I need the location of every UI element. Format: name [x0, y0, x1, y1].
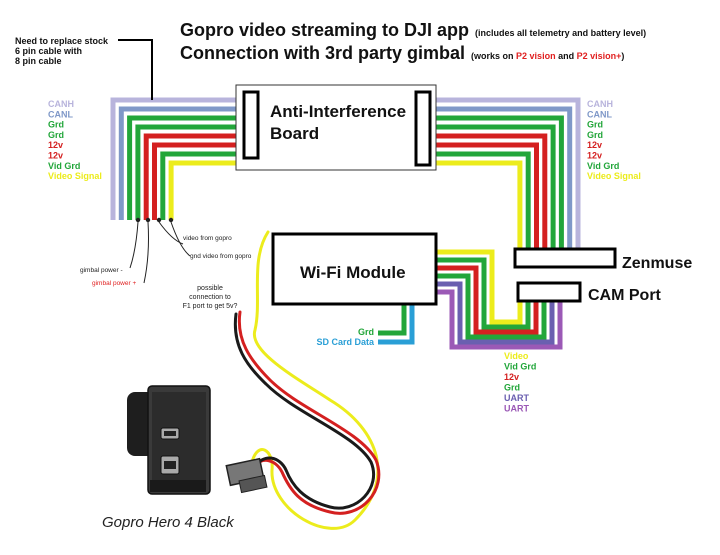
left-wire-0	[110, 97, 244, 220]
left-wire-bundle	[110, 97, 244, 220]
wifi-sd-wire-bundle	[378, 304, 415, 345]
right-wire-5	[430, 142, 539, 250]
right-wire-7	[430, 160, 523, 250]
cam-wire-label: Grd	[504, 383, 520, 393]
left-wire-4	[143, 133, 244, 220]
annotation-pointers	[129, 221, 191, 284]
cam-port-wire-bundle	[436, 249, 563, 350]
stock-cable-note-2: 6 pin cable with	[15, 46, 82, 56]
left-wire-3	[135, 124, 244, 220]
left-wire-label: CANL	[48, 109, 73, 119]
camera-caption: Gopro Hero 4 Black	[102, 514, 235, 531]
gimbal-power-plus-label: gimbal power +	[92, 280, 136, 287]
wifi-module-label: Wi-Fi Module	[300, 263, 406, 282]
right-wire-label: 12v	[587, 151, 602, 161]
wifi-wire-label: SD Card Data	[316, 337, 375, 347]
cam-wire-label: Video	[504, 351, 529, 361]
zenmuse-label: Zenmuse	[622, 255, 692, 272]
left-wire-label: Grd	[48, 130, 64, 140]
right-wire-label: Video Signal	[587, 171, 641, 181]
left-wire-7	[168, 160, 244, 220]
left-wire-label: Vid Grd	[48, 161, 80, 171]
cam-wire-1	[436, 257, 531, 330]
cam-wire-label: UART	[504, 404, 529, 414]
gopro-cable	[233, 230, 381, 530]
left-wire-1	[118, 106, 244, 220]
possible-connection-2: connection to	[189, 294, 231, 301]
right-wire-3	[430, 124, 556, 250]
cam-wire-0	[436, 249, 523, 325]
wifi-wire-1	[378, 304, 415, 345]
anti-interference-label-1: Anti-Interference	[270, 102, 406, 121]
left-wire-6	[160, 151, 244, 220]
cam-wire-3	[436, 273, 547, 340]
cam-wire-label: 12v	[504, 372, 519, 382]
gopro-camera	[127, 385, 211, 495]
left-wire-label: Grd	[48, 120, 64, 130]
left-wire-label: Video Signal	[48, 171, 102, 181]
right-wire-label: CANH	[587, 99, 613, 109]
right-wire-2	[430, 115, 564, 250]
left-wire-label: CANH	[48, 99, 74, 109]
cam-wire-label: Vid Grd	[504, 362, 536, 372]
right-wire-label: Grd	[587, 120, 603, 130]
left-wire-2	[127, 115, 244, 220]
possible-connection-3: F1 port to get 5v?	[183, 303, 238, 310]
cam-wire-2	[436, 265, 539, 335]
cam-wire-5	[436, 289, 563, 350]
left-wire-5	[152, 142, 244, 220]
stock-cable-note-1: Need to replace stock	[15, 36, 109, 46]
board-left-connector	[242, 90, 260, 160]
cam-port-label: CAM Port	[588, 287, 662, 304]
right-wire-0	[430, 97, 581, 250]
video-from-gopro-label: video from gopro	[183, 235, 232, 242]
left-wire-label: 12v	[48, 140, 63, 150]
wire-end-dots	[135, 217, 174, 223]
possible-connection-1: possible	[197, 285, 223, 292]
gnd-video-from-gopro-label: gnd video from gopro	[190, 253, 252, 260]
anti-interference-board	[235, 84, 437, 171]
stock-cable-pointer	[118, 39, 153, 100]
title-line-1: Gopro video streaming to DJI app(include…	[180, 20, 646, 40]
right-wire-label: CANL	[587, 109, 612, 119]
wifi-module-box	[271, 232, 438, 306]
title-line-2: Connection with 3rd party gimbal(works o…	[180, 43, 624, 63]
cam-port-connector	[516, 281, 582, 303]
cam-wire-4	[436, 281, 555, 345]
wifi-wire-0	[378, 304, 407, 336]
zenmuse-connector	[513, 247, 617, 269]
left-wire-label: 12v	[48, 151, 63, 161]
right-wire-bundle	[430, 97, 581, 250]
right-wire-4	[430, 133, 548, 250]
gimbal-power-minus-label: gimbal power -	[80, 267, 123, 274]
right-wire-1	[430, 106, 573, 250]
right-wire-6	[430, 151, 531, 250]
right-wire-label: Vid Grd	[587, 161, 619, 171]
board-right-connector	[414, 90, 432, 167]
right-wire-label: 12v	[587, 140, 602, 150]
stock-cable-note-3: 8 pin cable	[15, 56, 62, 66]
wifi-wire-label: Grd	[358, 327, 374, 337]
anti-interference-label-2: Board	[270, 124, 319, 143]
right-wire-label: Grd	[587, 130, 603, 140]
cam-wire-label: UART	[504, 393, 529, 403]
cable-plug	[225, 457, 268, 494]
